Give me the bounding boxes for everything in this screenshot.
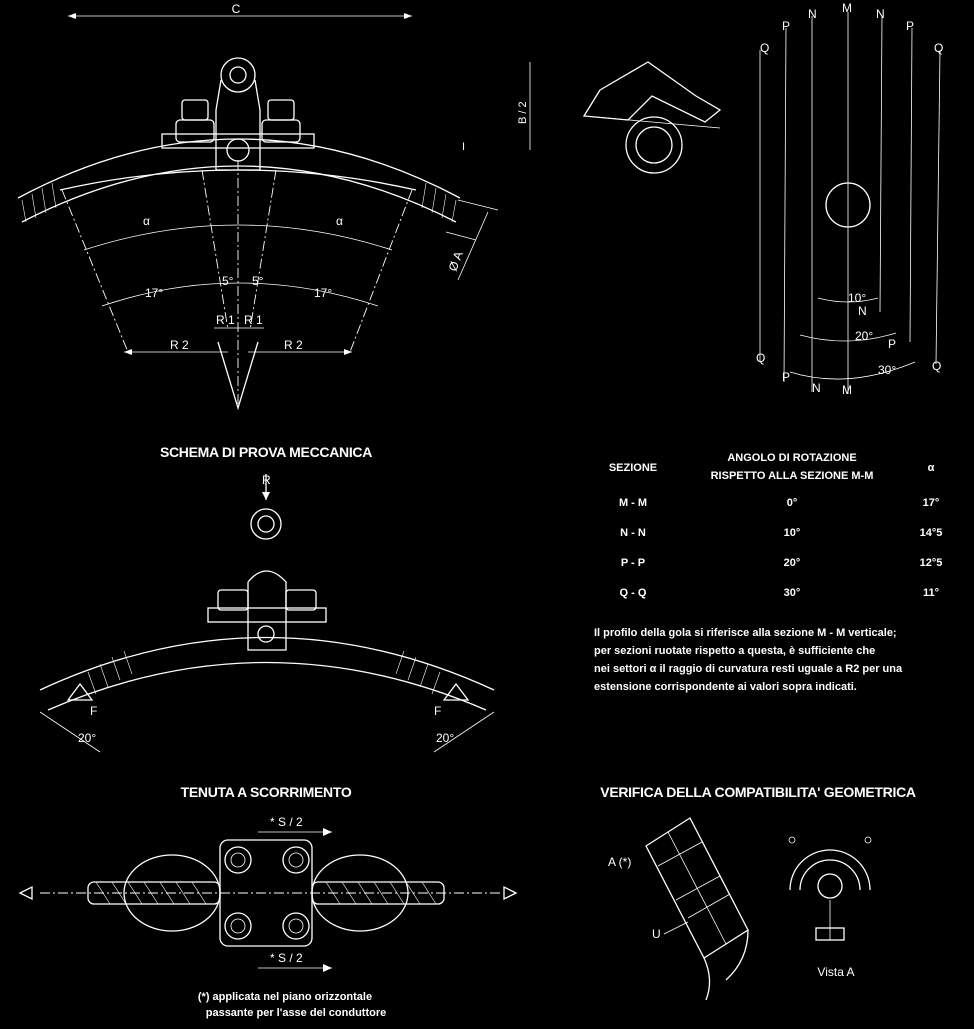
top-n-right: N	[876, 7, 885, 21]
table-cell-angle: 0°	[787, 497, 798, 509]
top-p-left: P	[782, 19, 790, 33]
r2-right-label: R 2	[284, 338, 303, 352]
top-n-left: N	[808, 7, 817, 21]
load-r-label: R	[262, 473, 271, 487]
alpha-left-label: α	[143, 214, 150, 228]
table-cell-section: M - M	[619, 497, 647, 509]
note-line: nei settori α il raggio di curvatura res…	[594, 663, 903, 675]
bot-n-left: N	[812, 381, 821, 395]
geometric-check-view: A (*) U Vista A	[608, 817, 872, 1001]
col-header-angle-2: RISPETTO ALLA SEZIONE M-M	[711, 470, 874, 482]
table-cell-angle: 30°	[784, 587, 801, 599]
phi-a-label: Ø A	[446, 249, 466, 273]
alpha-right-label: α	[336, 214, 343, 228]
title-slip-test: TENUTA A SCORRIMENTO	[181, 784, 352, 800]
s2-top-label: * S / 2	[270, 815, 303, 829]
deg5-right-label: 5°	[252, 274, 264, 288]
note-line: per sezioni ruotate rispetto a questa, è…	[594, 645, 875, 657]
table-cell-alpha: 17°	[923, 497, 940, 509]
table-cell-angle: 10°	[784, 527, 801, 539]
r1-left-label: R 1	[216, 313, 235, 327]
deg17-right-label: 17°	[314, 286, 332, 300]
rotation-table: SEZIONE ANGOLO DI ROTAZIONE RISPETTO ALL…	[594, 452, 942, 693]
title-mechanical-test: SCHEMA DI PROVA MECCANICA	[160, 444, 372, 460]
clamp-front-view: C α α 17° 5°	[17, 2, 531, 411]
bot-q-left: Q	[756, 351, 765, 365]
deg17-left-label: 17°	[145, 286, 163, 300]
slip-test-view: * S / 2 * S / 2 (*) applicata nel piano …	[18, 815, 518, 1019]
bot-n-right: N	[858, 304, 867, 318]
rotation-ray	[909, 27, 913, 343]
footnote-line-1: (*) applicata nel piano orizzontale	[198, 991, 372, 1003]
rotation-ray	[879, 15, 883, 313]
top-q-left: Q	[760, 41, 769, 55]
table-cell-section: P - P	[621, 557, 645, 569]
dim-c-label: C	[232, 2, 241, 16]
note-line: estensione corrispondente ai valori sopr…	[594, 681, 857, 693]
top-q-right: Q	[934, 41, 943, 55]
u-label: U	[652, 927, 661, 941]
r1-right-label: R 1	[244, 313, 263, 327]
s2-bottom-label: * S / 2	[270, 951, 303, 965]
table-cell-alpha: 12°5	[920, 557, 943, 569]
title-geometric-check: VERIFICA DELLA COMPATIBILITA' GEOMETRICA	[600, 784, 916, 800]
footnote-line-2: passante per l'asse del conduttore	[206, 1007, 387, 1019]
table-cell-alpha: 14°5	[920, 527, 943, 539]
mechanical-test-view: R F F 20° 20°	[39, 473, 495, 753]
bot-m: M	[842, 383, 852, 397]
col-header-angle-1: ANGOLO DI ROTAZIONE	[727, 452, 856, 464]
rot-30-label: 30°	[878, 363, 896, 377]
table-cell-alpha: 11°	[923, 587, 939, 599]
rot-20-label: 20°	[855, 329, 873, 343]
col-header-section: SEZIONE	[609, 462, 657, 474]
r2-left-label: R 2	[170, 338, 189, 352]
top-p-right: P	[906, 19, 914, 33]
view-a-arrow-label: A (*)	[608, 855, 631, 869]
rotation-ray	[783, 27, 787, 383]
rotation-ray	[935, 49, 941, 365]
bot-p-right: P	[888, 337, 896, 351]
col-header-alpha: α	[928, 462, 935, 474]
table-cell-section: Q - Q	[620, 587, 647, 599]
vista-a-label: Vista A	[817, 965, 854, 979]
dim-b2-label: B / 2	[517, 101, 529, 124]
table-cell-angle: 20°	[784, 557, 801, 569]
table-cell-section: N - N	[620, 527, 646, 539]
rot-10-label: 10°	[848, 291, 866, 305]
bot-p-left: P	[782, 370, 790, 384]
top-m: M	[842, 1, 852, 15]
angle-20-left: 20°	[78, 731, 96, 745]
angle-20-right: 20°	[436, 731, 454, 745]
support-f-left: F	[90, 704, 97, 718]
bot-q-right: Q	[932, 359, 941, 373]
deg5-left-label: 5°	[222, 274, 234, 288]
support-f-right: F	[434, 704, 441, 718]
section-rotation-view: 10° 20° 30° Q P N M N P Q Q P N M N P Q	[582, 1, 943, 397]
note-line: Il profilo della gola si riferisce alla …	[594, 627, 897, 639]
dim-i-label: I	[462, 141, 465, 153]
